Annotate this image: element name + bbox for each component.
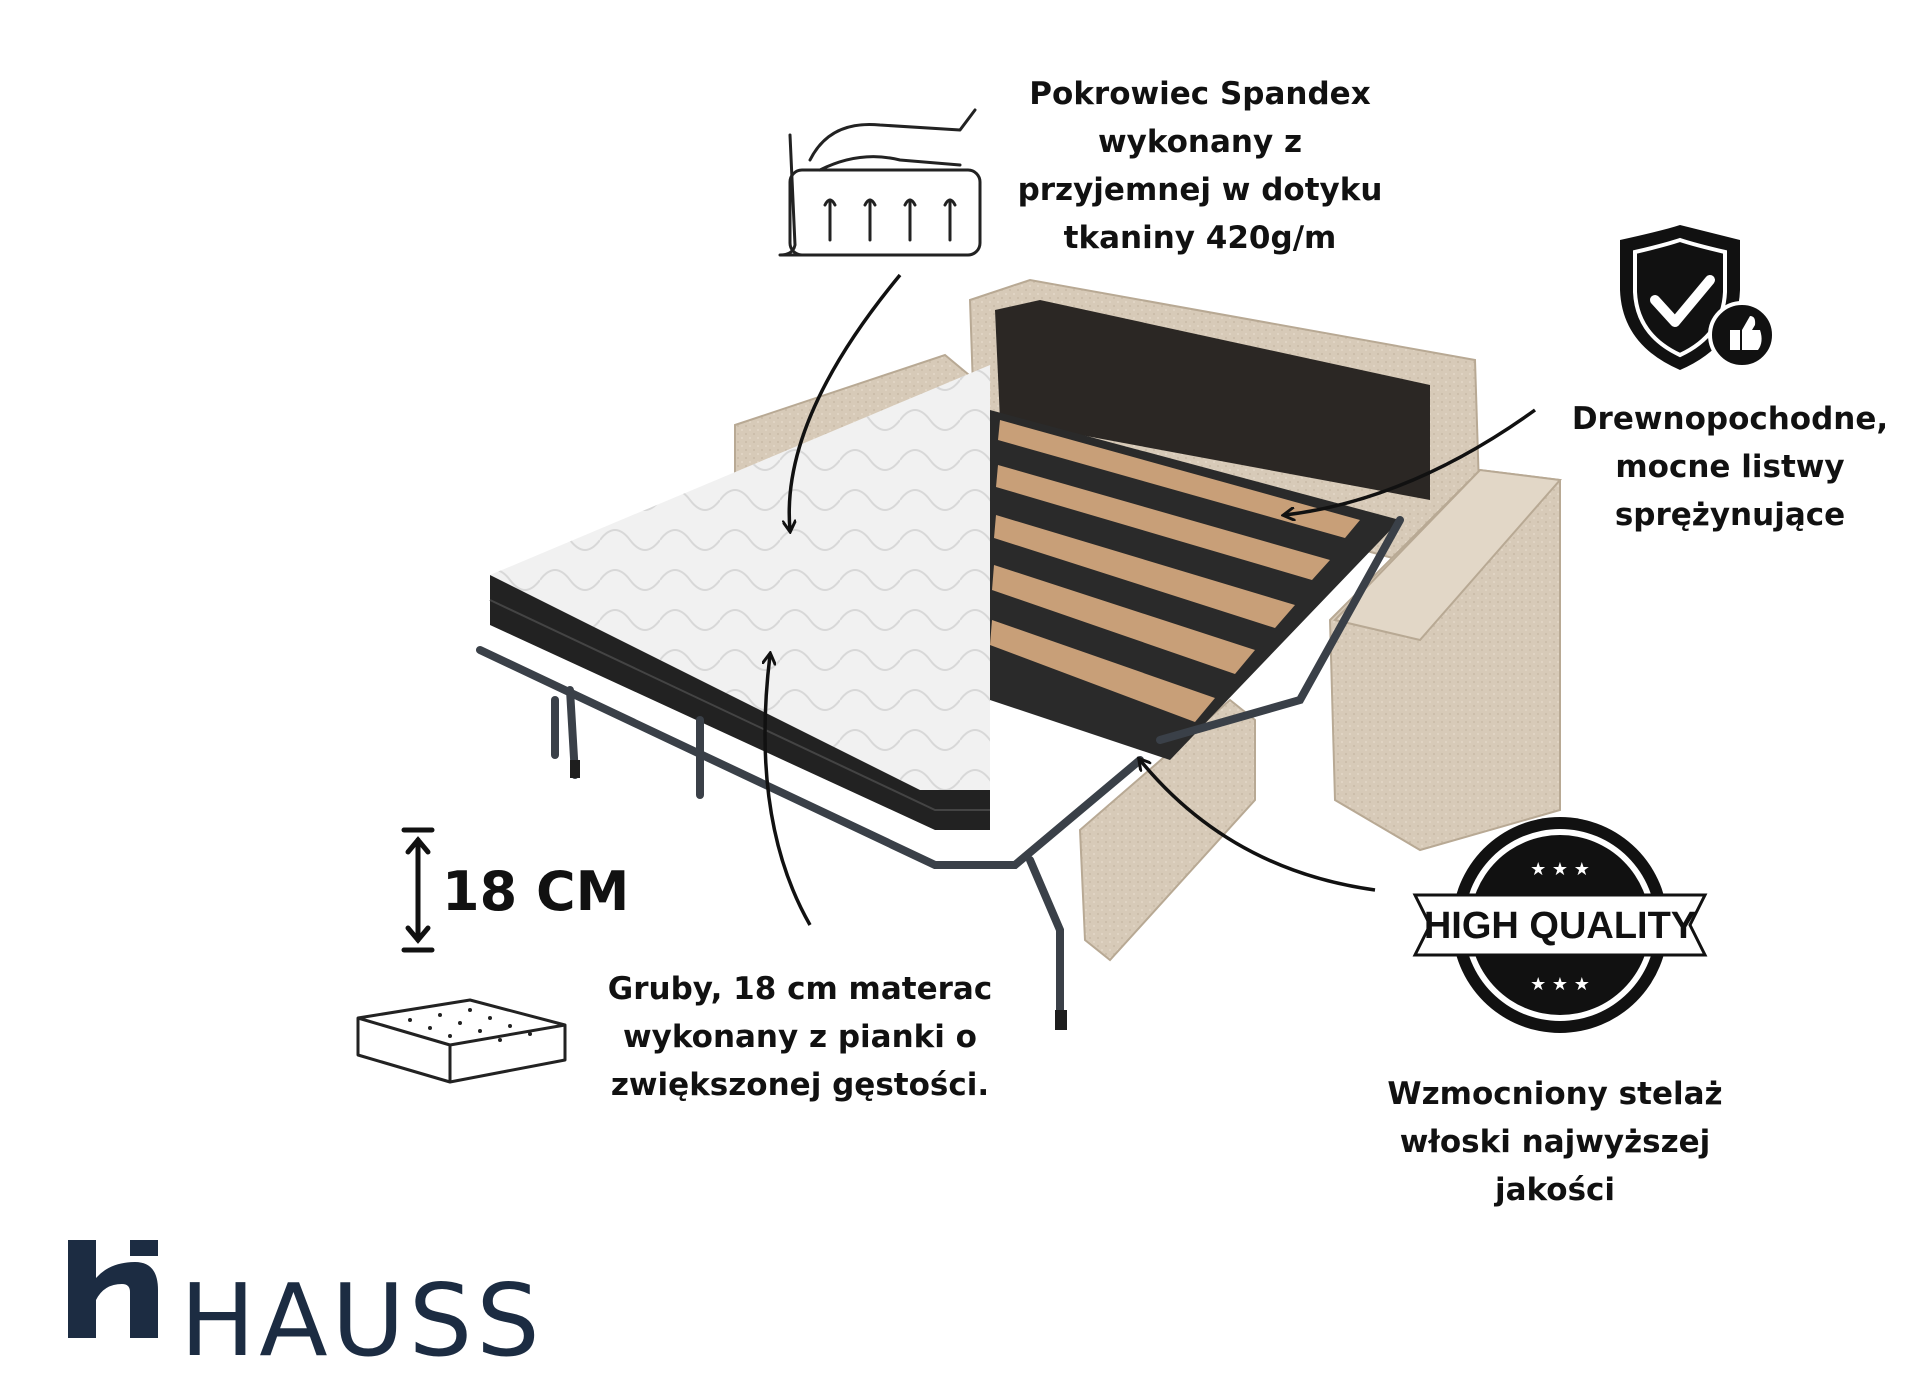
caption-line: mocne listwy — [1615, 449, 1845, 485]
brand-logo-mark — [68, 1240, 158, 1338]
caption-mattress: Gruby, 18 cm materac wykonany z pianki o… — [590, 965, 1010, 1109]
caption-line: jakości — [1494, 1172, 1616, 1208]
caption-frame: Wzmocniony stelaż włoski najwyższej jako… — [1370, 1070, 1740, 1214]
caption-line: zwiększonej gęstości. — [610, 1067, 990, 1103]
caption-line: Wzmocniony stelaż — [1387, 1076, 1723, 1112]
badge-label: HIGH QUALITY — [1424, 905, 1696, 947]
caption-line: wykonany z pianki o — [623, 1019, 977, 1055]
wooden-slats — [990, 420, 1360, 722]
high-quality-badge-icon: HIGH QUALITY ★ ★ ★ ★ ★ ★ — [1412, 817, 1708, 1033]
caption-line: sprężynujące — [1614, 497, 1846, 533]
badge-stars-bottom: ★ ★ ★ — [1530, 974, 1590, 995]
hand-pressing-mattress-icon — [778, 108, 982, 257]
caption-slats: Drewnopochodne, mocne listwy sprężynując… — [1560, 395, 1900, 539]
callout-arrows — [765, 273, 1537, 926]
caption-cover-fabric: Pokrowiec Spandex wykonany z przyjemnej … — [1000, 70, 1400, 262]
arrow-slats — [1285, 408, 1537, 515]
caption-line: Gruby, 18 cm materac — [607, 971, 993, 1007]
caption-line: włoski najwyższej — [1399, 1124, 1711, 1160]
caption-line: tkaniny 420g/m — [1063, 220, 1337, 256]
caption-line: Drewnopochodne, — [1571, 401, 1889, 437]
sofa-seat-cushion — [1078, 698, 1256, 962]
mattress-height-label: 18 CM — [442, 860, 630, 923]
badge-stars-top: ★ ★ ★ — [1530, 859, 1590, 880]
arrow-frame — [1140, 760, 1376, 892]
mattress-side — [490, 575, 990, 830]
sofa-bed — [476, 278, 1562, 1030]
caption-line: wykonany z — [1097, 124, 1303, 160]
arrow-mattress — [765, 655, 812, 926]
caption-line: Pokrowiec Spandex — [1029, 76, 1371, 112]
sofa-inner-back — [995, 300, 1430, 500]
height-arrow-icon — [401, 827, 435, 953]
mattress-icon — [356, 998, 567, 1084]
shield-check-thumb-icon — [1620, 225, 1776, 370]
arrow-cover — [789, 273, 902, 530]
brand-name: HAUSS — [180, 1262, 544, 1379]
caption-line: przyjemnej w dotyku — [1017, 172, 1383, 208]
metal-frame — [476, 516, 1404, 1024]
mattress — [489, 365, 990, 830]
